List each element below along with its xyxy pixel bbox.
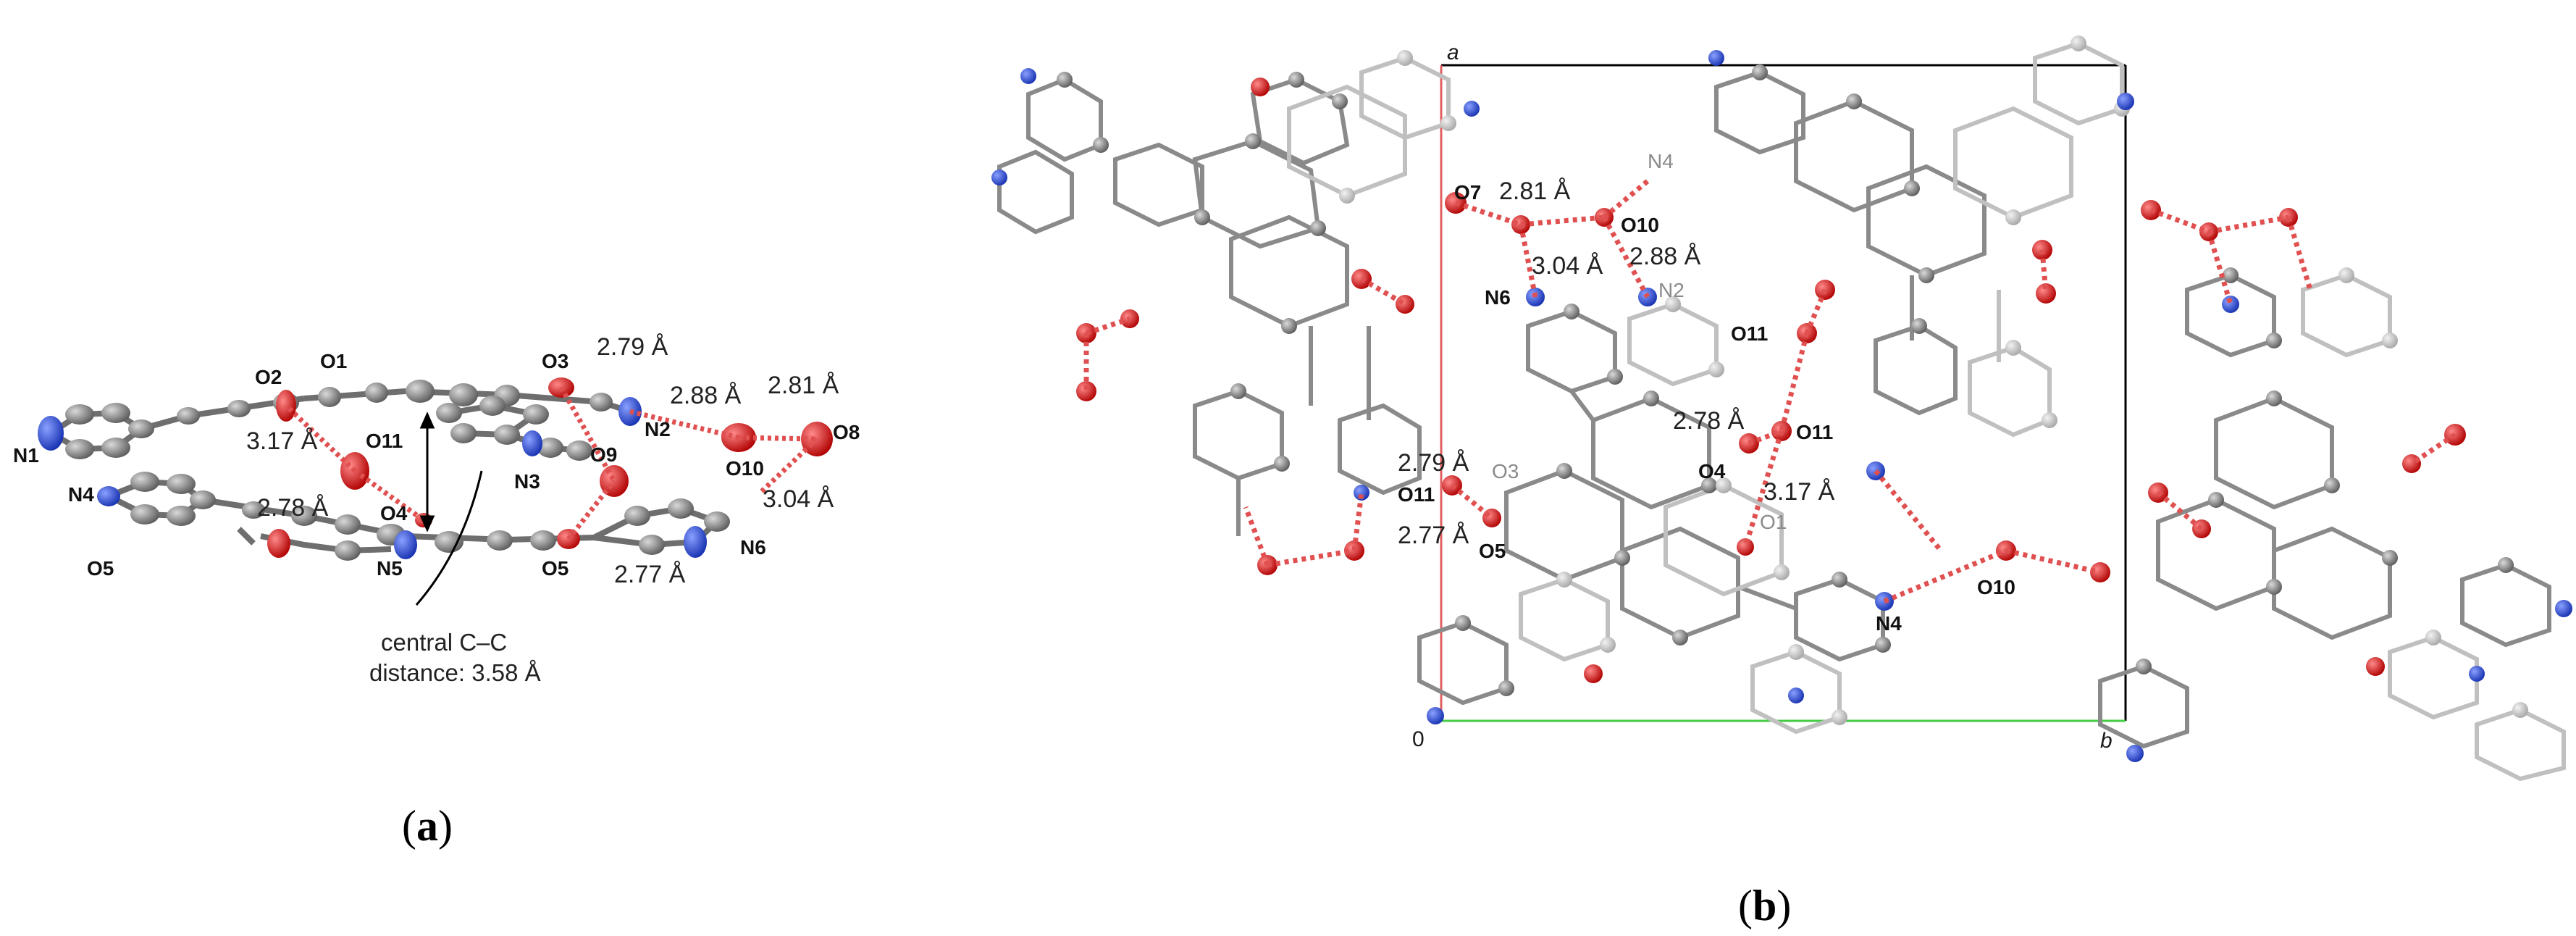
atom-label-o9: O9	[590, 443, 617, 466]
atom-label-o1: O1	[1760, 511, 1787, 533]
distance-label-2-88: 2.88 Å	[670, 382, 742, 409]
atom-label-n2: N2	[645, 418, 671, 440]
axis-label-b: b	[2100, 729, 2113, 753]
central-distance-note-line1: central C–C	[381, 629, 507, 656]
atom-label-o1: O1	[320, 350, 347, 372]
atom-label-o5-left: O5	[87, 557, 114, 580]
atom-label-o8: O8	[833, 421, 860, 443]
central-distance-note-line2: distance: 3.58 Å	[369, 659, 541, 686]
atom-label-o11-c: O11	[1398, 483, 1435, 506]
atom-label-o4: O4	[380, 502, 408, 525]
atom-label-o11-a: O11	[1731, 322, 1768, 345]
panel-b-packing	[991, 35, 2572, 782]
atom-label-n6: N6	[740, 536, 766, 559]
distance-label-2-78: 2.78 Å	[1673, 407, 1745, 435]
atom-label-o7: O7	[1454, 181, 1481, 204]
origin-label: 0	[1412, 727, 1425, 751]
atom-label-o5-right: O5	[542, 557, 569, 580]
panel-b-caption: (b)	[1738, 882, 1791, 929]
atom-label-o4: O4	[1698, 460, 1726, 482]
panel-a-caption: (a)	[402, 802, 453, 850]
atom-label-o10-bottom: O10	[1977, 576, 2015, 598]
atom-label-o10-top: O10	[1621, 214, 1659, 236]
atom-label-o11-b: O11	[1796, 421, 1833, 443]
distance-label-3-04: 3.04 Å	[1532, 252, 1603, 280]
atom-label-n5: N5	[377, 557, 403, 580]
atom-label-o3: O3	[542, 350, 569, 372]
atom-label-o11: O11	[366, 430, 403, 452]
atom-label-o10: O10	[726, 457, 764, 480]
distance-label-2-77: 2.77 Å	[1398, 522, 1469, 549]
distance-label-3-17: 3.17 Å	[246, 427, 318, 455]
distance-label-2-78: 2.78 Å	[257, 494, 329, 522]
distance-label-2-81: 2.81 Å	[1499, 177, 1571, 205]
atom-label-n1: N1	[13, 444, 39, 467]
atom-label-o3: O3	[1492, 460, 1519, 482]
atom-label-o5: O5	[1479, 540, 1506, 562]
distance-label-2-88: 2.88 Å	[1629, 243, 1701, 270]
atom-label-n4: N4	[68, 483, 94, 506]
distance-label-2-77: 2.77 Å	[614, 561, 686, 588]
atom-label-o2: O2	[255, 366, 282, 388]
atom-label-n6: N6	[1485, 286, 1511, 309]
atom-label-n4-bottom: N4	[1876, 612, 1902, 635]
distance-label-2-79: 2.79 Å	[597, 333, 668, 361]
distance-label-3-17: 3.17 Å	[1763, 478, 1835, 506]
atom-label-n2: N2	[1658, 279, 1685, 301]
atom-label-n4-top: N4	[1648, 150, 1674, 172]
distance-label-3-04: 3.04 Å	[763, 485, 834, 513]
distance-label-2-81: 2.81 Å	[768, 372, 839, 399]
distance-label-2-79: 2.79 Å	[1398, 449, 1469, 477]
axis-label-a: a	[1447, 41, 1459, 64]
atom-label-n3: N3	[514, 470, 540, 493]
panel-a-structure	[38, 377, 833, 606]
